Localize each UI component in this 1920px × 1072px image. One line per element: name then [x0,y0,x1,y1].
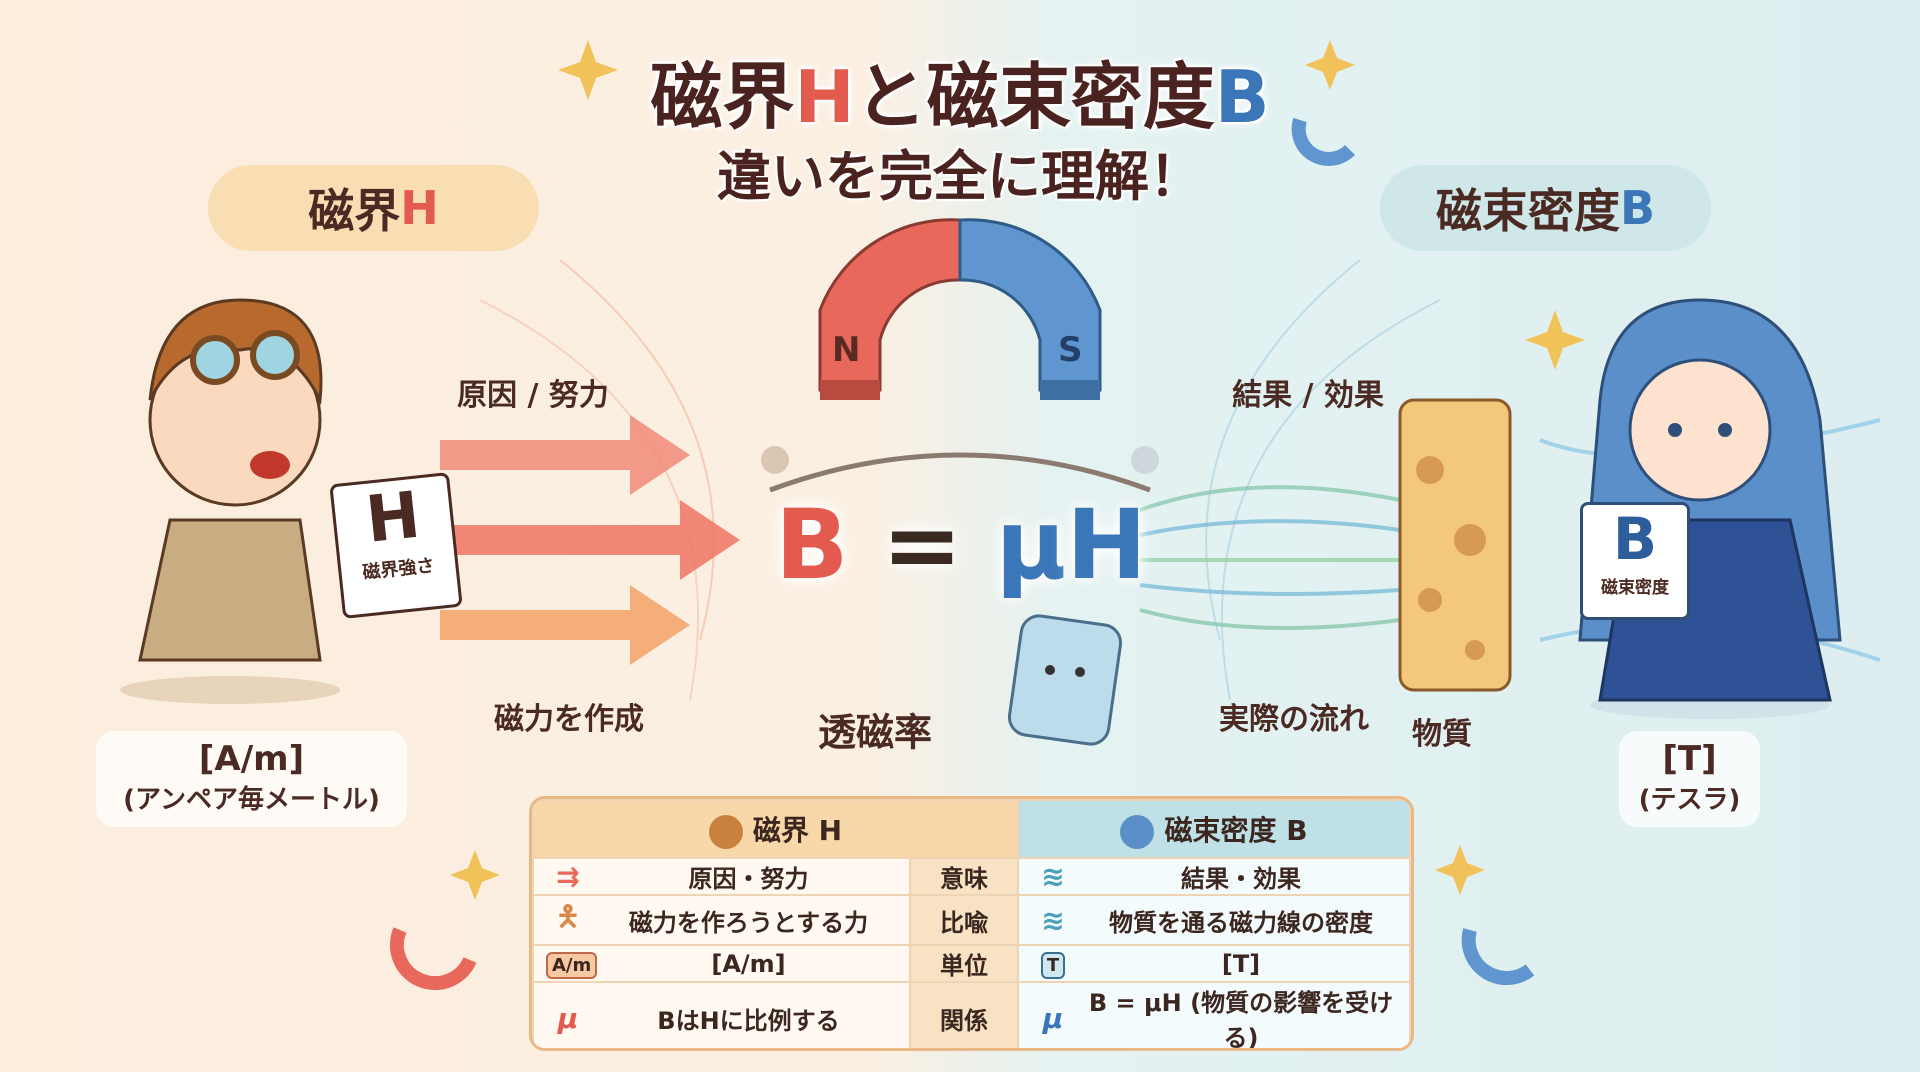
girl-avatar-icon [1120,815,1155,849]
h-unit-sub: (アンペア毎メートル) [123,785,380,815]
b-card: B 磁束密度 [1580,502,1690,620]
unit-tag-icon: T [1040,951,1066,979]
table-header-b: 磁束密度 B [1017,799,1411,859]
unit-tag-icon: A/m [546,951,598,979]
cause-arrows-icon [440,415,740,665]
mu-icon: μ [557,1001,579,1035]
cause-label: 原因 / 努力 [457,378,609,413]
table-row: A/m [A/m] 単位 T [T] [532,944,1411,983]
result-label: 結果 / 効果 [1232,378,1384,413]
boy-character-icon [120,298,340,704]
permeability-mascot-icon [1007,614,1123,746]
eq-b: B [775,489,849,601]
b-cell: 物質を通る磁力線の密度 [1109,908,1373,937]
h-cell: 原因・努力 [688,865,809,893]
h-cell: BはHに比例する [657,1006,840,1035]
page-title: 磁界Hと磁束密度B [0,38,1920,143]
header-text: 磁束密度 B [1164,814,1308,847]
h-unit-box: [A/m] (アンペア毎メートル) [96,731,407,827]
h-cell: 磁力を作ろうとする力 [628,908,869,937]
pushing-person-icon: 🯅 [555,900,581,933]
eq-sign: = [848,489,996,601]
h-unit: [A/m] [198,739,305,779]
eq-h: H [1066,489,1147,601]
magnet-s-label: S [1058,330,1083,370]
magnet-n-label: N [832,330,861,370]
pill-text: 磁界 [308,184,401,238]
pill-text: 磁束密度 [1435,184,1620,238]
b-unit-sub: (テスラ) [1638,785,1741,815]
row-label: 比喩 [909,894,1019,946]
comparison-table: 磁界 H 磁束密度 B ⇉ 原因・努力 意味 ≋ 結果・効果 🯅 磁力を作ろうとする力… [529,796,1414,1051]
flow-label: 実際の流れ [1219,702,1369,737]
create-label: 磁力を作成 [494,702,644,737]
eq-mu: μ [995,489,1067,601]
sparkle-icon [450,40,1585,900]
row-label: 関係 [909,981,1019,1048]
b-cell: [T] [1221,949,1261,978]
pill-letter: B [1619,181,1656,235]
table-row: μ BはHに比例する 関係 μ B = μH (物質の影響を受ける) [532,981,1411,1051]
h-cell: [A/m] [711,949,786,978]
mu-icon: μ [1042,1001,1064,1035]
table-row: ⇉ 原因・努力 意味 ≋ 結果・効果 [532,857,1411,896]
b-card-caption: 磁束密度 [1601,578,1669,598]
header-text: 磁界 H [752,814,843,847]
equation: B = μH [775,489,1146,601]
waves-icon: ≋ [1041,860,1065,893]
row-label: 意味 [909,857,1019,896]
permeability-label: 透磁率 [817,710,933,755]
b-unit-box: [T] (テスラ) [1619,731,1760,827]
material-block-icon [1398,398,1512,692]
h-card-letter: H [362,478,424,558]
b-unit: [T] [1662,739,1717,779]
material-label: 物質 [1412,717,1472,752]
boy-avatar-icon [708,815,743,849]
title-text: と磁束密度 [854,55,1215,139]
title-b: B [1214,55,1270,139]
b-cell: B = μH (物質の影響を受ける) [1088,989,1394,1051]
row-label: 単位 [909,944,1019,983]
b-card-letter: B [1612,505,1658,573]
horseshoe-magnet-icon [818,218,1102,400]
title-h: H [794,55,855,139]
b-cell: 結果・効果 [1181,865,1301,893]
waves-icon: ≋ [1041,903,1065,937]
table-row: 🯅 磁力を作ろうとする力 比喩 ≋ 物質を通る磁力線の密度 [532,894,1411,946]
pill-letter: H [400,181,439,235]
table-header-h: 磁界 H [532,799,1019,859]
title-text: 磁界 [650,55,795,139]
page-subtitle: 違いを完全に理解！ [717,145,1203,208]
h-card: H 磁界強さ [329,472,463,619]
arrows-icon: ⇉ [556,860,580,893]
small-magnet-icon [389,117,1535,991]
